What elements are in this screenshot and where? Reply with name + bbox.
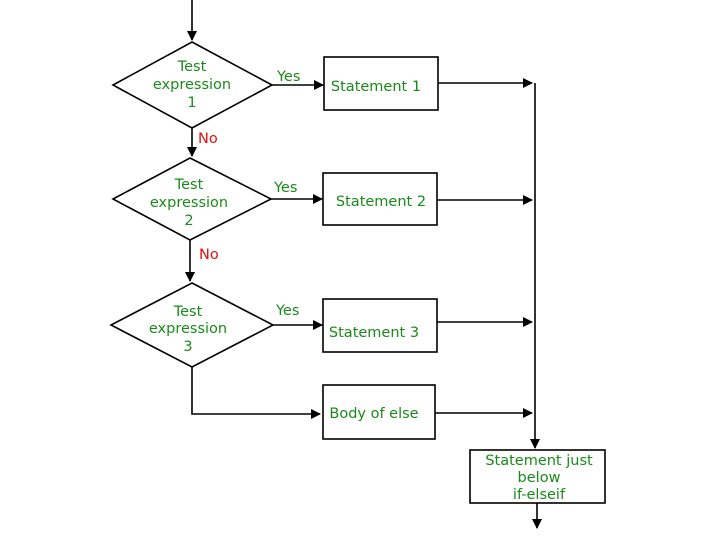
after-statement-line2: below — [518, 470, 561, 486]
else-arrow — [191, 367, 321, 419]
decision-1-line1: Test — [177, 59, 207, 75]
decision-3-line3: 3 — [183, 339, 192, 355]
decision-1-line2: expression — [153, 77, 231, 93]
decision-3-line2: expression — [149, 321, 227, 337]
no-2-label: No — [199, 247, 219, 263]
decision-2-line2: expression — [150, 195, 228, 211]
decision-3-line1: Test — [173, 304, 203, 320]
else-body-label: Body of else — [329, 406, 418, 422]
decision-2-line3: 2 — [184, 213, 193, 229]
yes-1-label: Yes — [276, 69, 300, 85]
decision-2-line1: Test — [174, 177, 204, 193]
statement-3-label: Statement 3 — [329, 325, 419, 341]
no-1-label: No — [198, 131, 218, 147]
statement-3-box — [322, 298, 438, 353]
after-statement-line1: Statement just — [485, 453, 593, 469]
else-body-box — [322, 384, 436, 440]
statement-1-label: Statement 1 — [331, 79, 421, 95]
yes-2-label: Yes — [273, 180, 297, 196]
after-statement-box — [469, 449, 606, 504]
yes-3-label: Yes — [275, 303, 299, 319]
decision-1-line3: 1 — [187, 95, 196, 111]
statement-2-label: Statement 2 — [336, 194, 426, 210]
statement-2-box — [322, 172, 438, 226]
after-statement-line3: if-elseif — [513, 487, 566, 503]
statement-1-box — [323, 56, 439, 111]
